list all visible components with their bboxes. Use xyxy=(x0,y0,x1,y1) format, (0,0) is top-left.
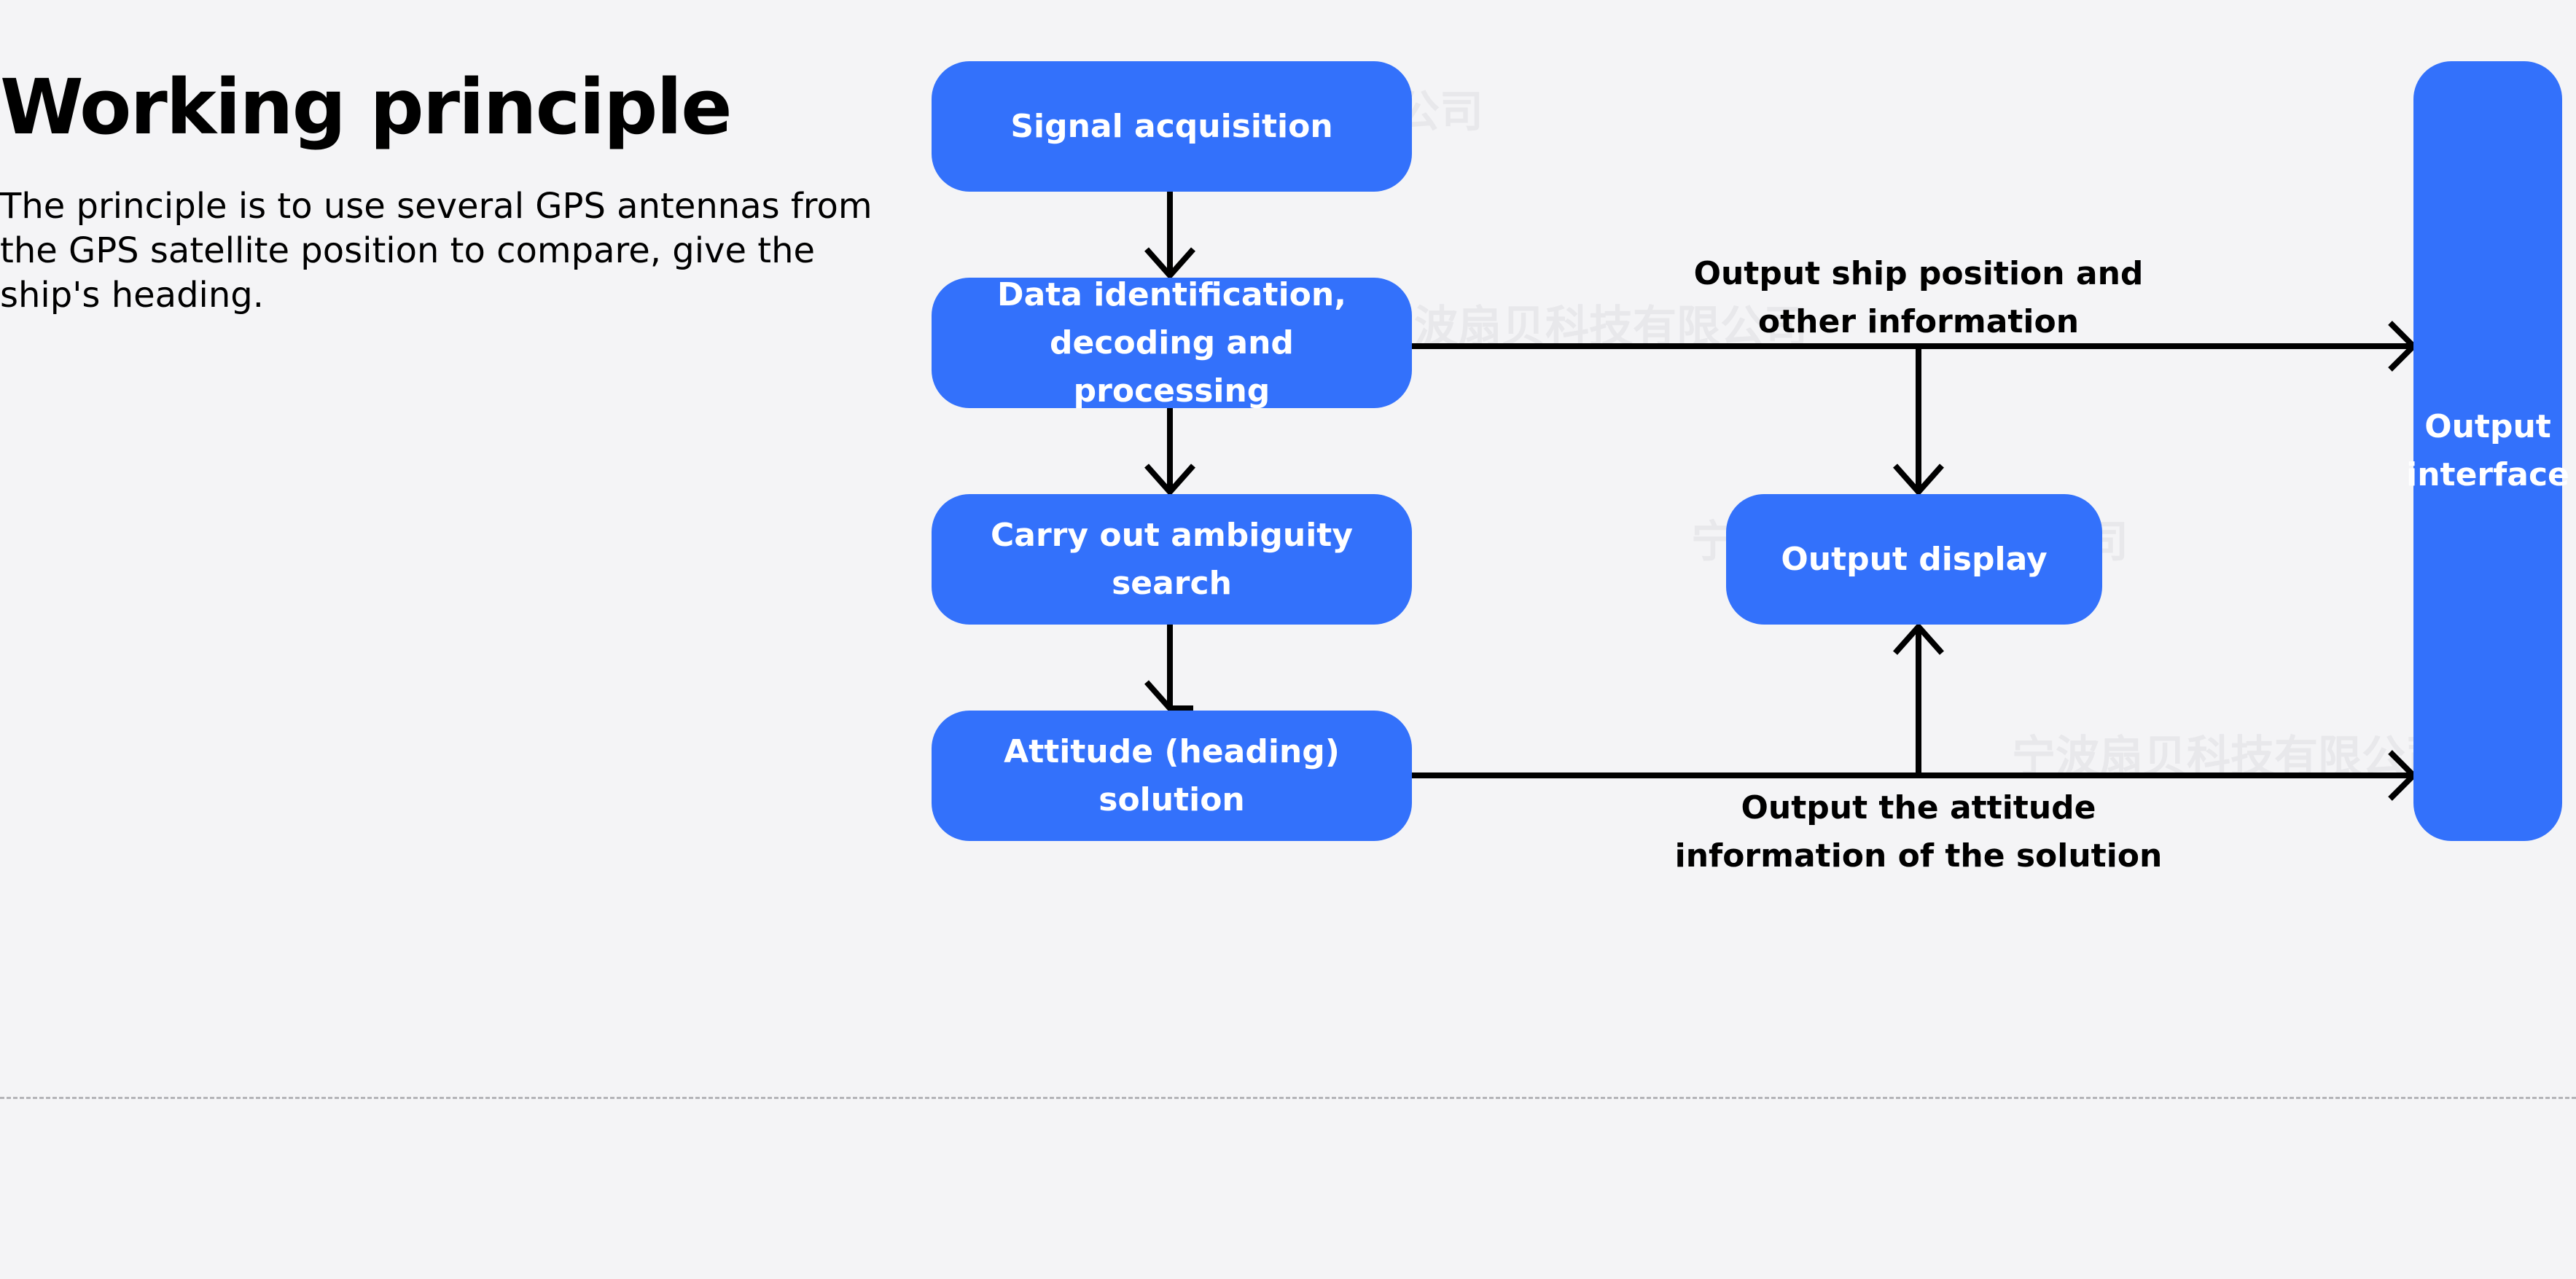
edge-label-ship-position: Output ship position and other informati… xyxy=(1693,255,2144,340)
section-divider xyxy=(0,1097,2576,1099)
edge-label-attitude-info: Output the attitude information of the s… xyxy=(1674,789,2163,875)
description-text: The principle is to use several GPS ante… xyxy=(0,186,873,316)
node-signal-acquisition: Signal acquisition xyxy=(932,61,1412,192)
node-attitude-solution: Attitude (heading) solution xyxy=(932,711,1412,841)
node-output-interface: Output interface xyxy=(2406,61,2569,841)
node-data-identification: Data identification, decoding and proces… xyxy=(932,276,1412,410)
node-output-display: Output display xyxy=(1726,494,2102,625)
page-title: Working principle xyxy=(0,63,733,152)
node-ambiguity-search: Carry out ambiguity search xyxy=(932,494,1412,625)
